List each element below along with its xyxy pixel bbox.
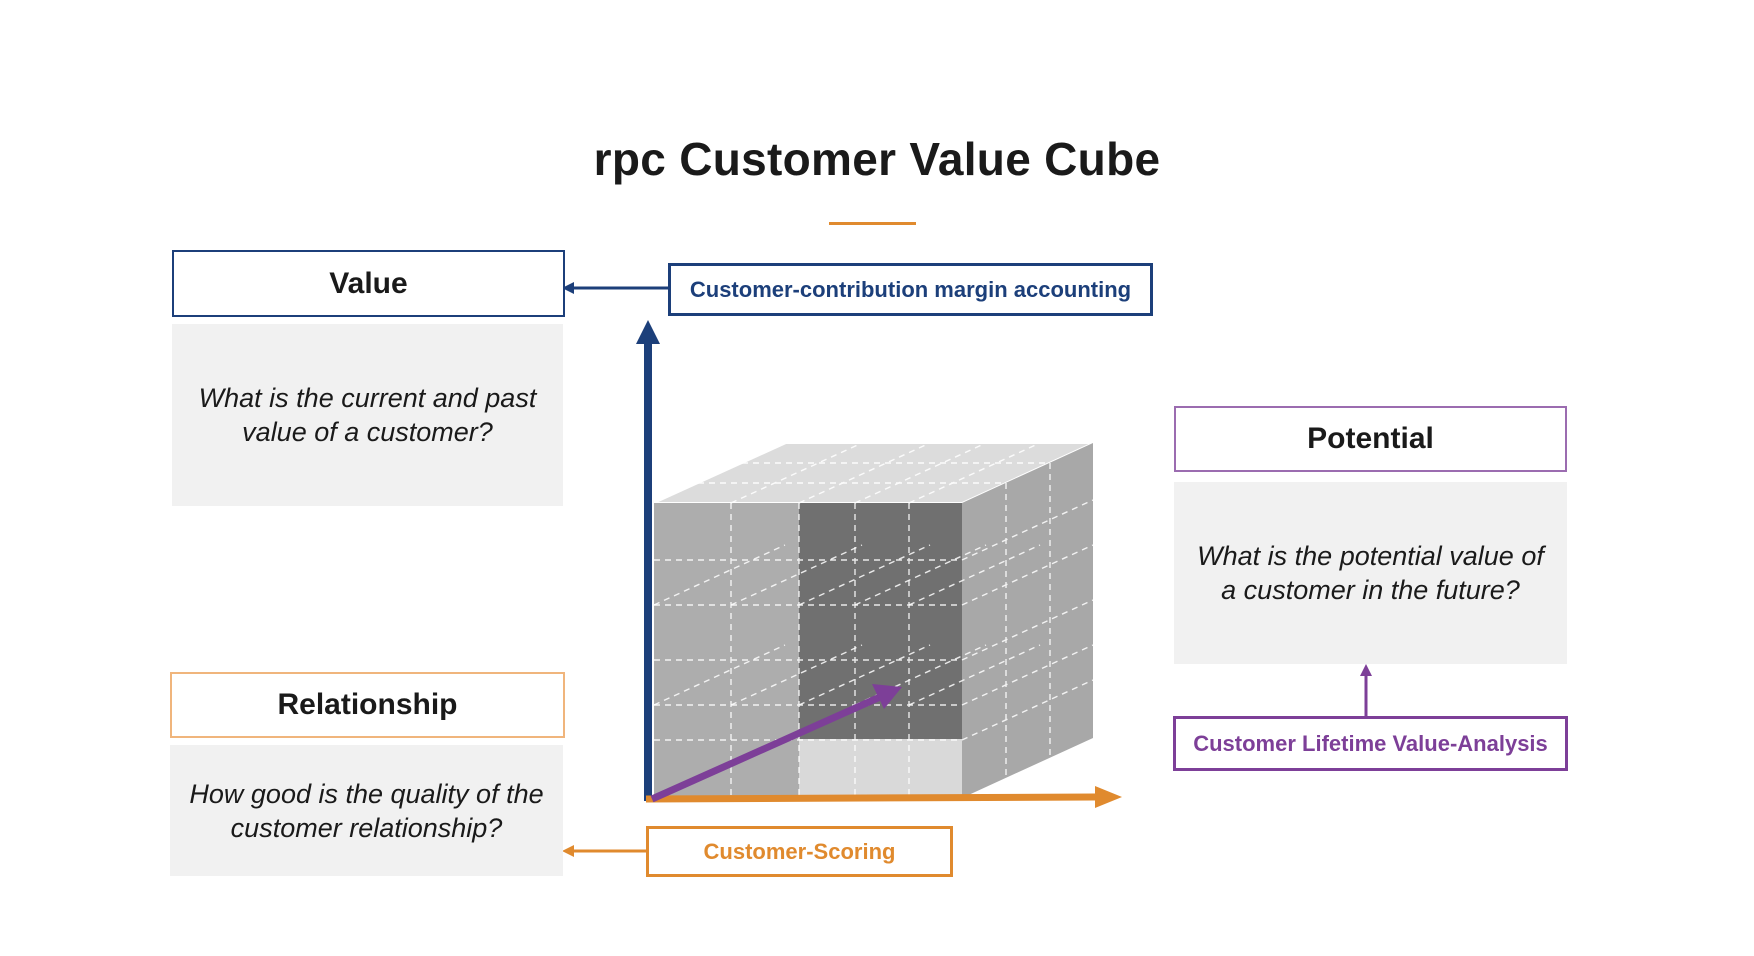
relationship-axis-line <box>645 793 1096 803</box>
value-heading: Value <box>329 266 408 300</box>
potential-heading: Potential <box>1307 422 1434 455</box>
clv-analysis-tag: Customer Lifetime Value-Analysis <box>1173 716 1568 771</box>
relationship-connector-arrowhead <box>562 845 574 857</box>
relationship-heading: Relationship <box>277 688 458 721</box>
cube-highlight-slice <box>799 503 962 739</box>
potential-question: What is the potential value of a custome… <box>1197 541 1544 605</box>
contribution-margin-label: Customer-contribution margin accounting <box>689 276 1132 302</box>
relationship-question: How good is the quality of the customer … <box>189 778 544 843</box>
relationship-axis-arrowhead <box>1095 786 1122 808</box>
potential-axis-arrowhead <box>872 684 902 709</box>
title-underline <box>829 222 916 225</box>
relationship-question-box: How good is the quality of the customer … <box>170 745 563 876</box>
potential-axis-line <box>650 693 882 803</box>
contribution-margin-tag: Customer-contribution margin accounting <box>668 263 1153 316</box>
relationship-heading-box: Relationship <box>170 672 565 738</box>
value-connector-arrowhead <box>562 282 574 294</box>
value-heading-box: Value <box>172 250 565 317</box>
value-axis-arrowhead <box>636 320 660 344</box>
cube-right-face <box>962 443 1093 798</box>
potential-heading-box: Potential <box>1174 406 1567 472</box>
potential-connector-arrowhead <box>1360 664 1372 676</box>
potential-question-box: What is the potential value of a custome… <box>1174 482 1567 664</box>
clv-analysis-label: Customer Lifetime Value-Analysis <box>1193 730 1548 756</box>
cube-bottom-strip <box>799 739 962 798</box>
page-title: rpc Customer Value Cube <box>593 133 1161 185</box>
value-question: What is the current and past value of a … <box>198 383 537 447</box>
value-question-box: What is the current and past value of a … <box>172 324 563 506</box>
customer-scoring-label: Customer-Scoring <box>703 838 896 864</box>
customer-scoring-tag: Customer-Scoring <box>646 826 953 877</box>
cube-grid-top <box>698 442 1050 504</box>
